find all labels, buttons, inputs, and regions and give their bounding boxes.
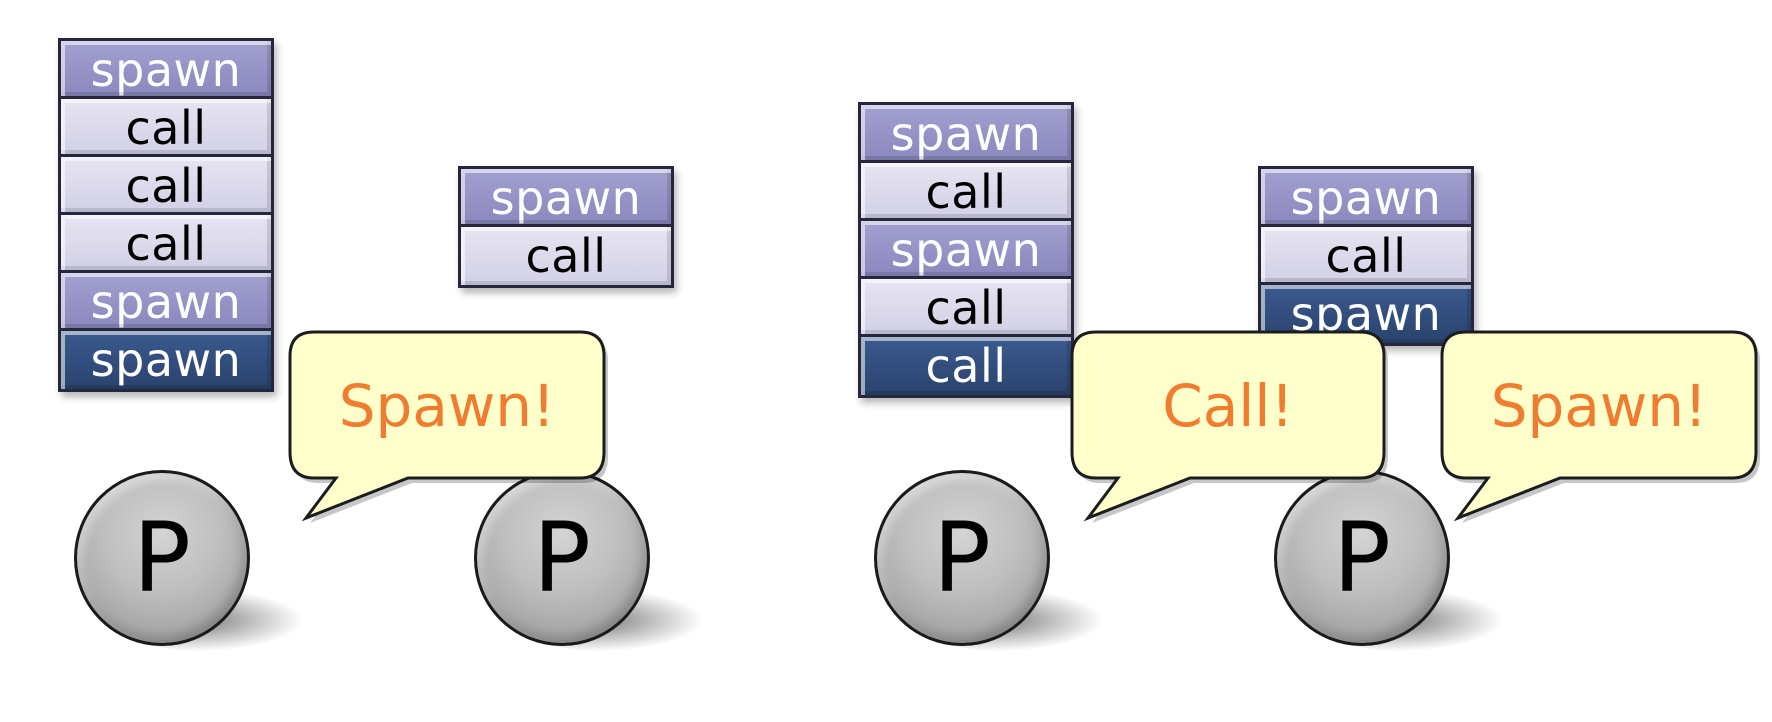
right-p1-process: P xyxy=(874,470,1104,652)
process-label: P xyxy=(1333,502,1391,614)
call-frame: call xyxy=(61,157,271,215)
speech-bubble-shape xyxy=(1440,330,1760,523)
bubble-body xyxy=(1440,330,1758,522)
call-frame: call xyxy=(61,99,271,157)
call-frame: call xyxy=(861,279,1071,337)
right-p1-speech-bubble: Call! xyxy=(1070,330,1388,523)
call-frame: call xyxy=(1261,227,1471,285)
left-speech-bubble: Spawn! xyxy=(288,330,608,523)
process-label: P xyxy=(133,502,191,614)
call-frame: call xyxy=(61,215,271,273)
right-p2-process: P xyxy=(1274,470,1504,652)
speech-bubble-text: Call! xyxy=(1162,372,1294,440)
spawn-frame: spawn xyxy=(861,105,1071,163)
process-label: P xyxy=(533,502,591,614)
call-frame: call xyxy=(461,227,671,285)
speech-bubble-text: Spawn! xyxy=(1490,372,1708,440)
speech-bubble-shape xyxy=(288,330,608,523)
active-spawn-frame: spawn xyxy=(61,331,271,389)
speech-bubble-text: Spawn! xyxy=(338,372,556,440)
active-call-frame: call xyxy=(861,337,1071,395)
bubble-body xyxy=(1070,330,1386,522)
spawn-frame: spawn xyxy=(61,273,271,331)
call-frame: call xyxy=(861,163,1071,221)
spawn-frame: spawn xyxy=(461,169,671,227)
spawn-frame: spawn xyxy=(861,221,1071,279)
left-p2-process: P xyxy=(474,470,704,652)
process-label: P xyxy=(933,502,991,614)
right-p2-speech-bubble: Spawn! xyxy=(1440,330,1760,523)
left-p1-process: P xyxy=(74,470,304,652)
spawn-frame: spawn xyxy=(61,41,271,99)
bubble-body xyxy=(288,330,606,522)
spawn-frame: spawn xyxy=(1261,169,1471,227)
speech-bubble-shape xyxy=(1070,330,1388,523)
